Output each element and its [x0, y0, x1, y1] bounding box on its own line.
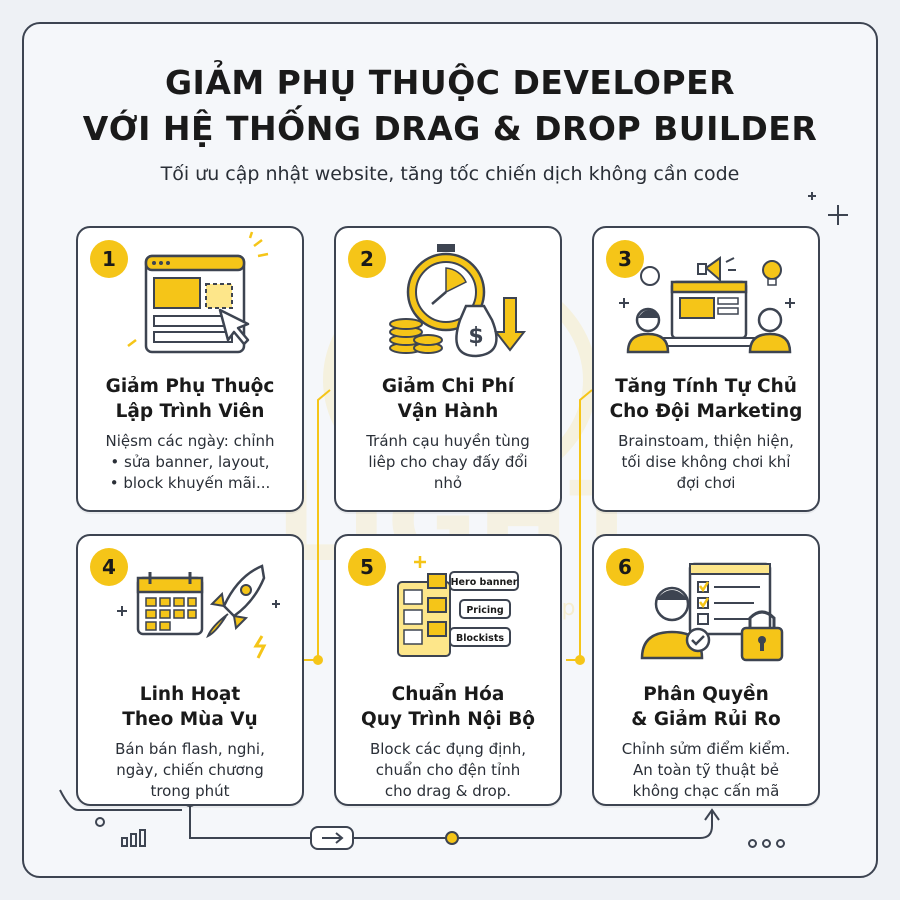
card-desc-line: chuẩn cho đện tỉnh: [375, 761, 521, 779]
pagination-dots: [748, 833, 790, 852]
arrow-right-icon: [322, 832, 344, 844]
card-title-line: Linh Hoạt: [139, 684, 241, 705]
card-title: Chuẩn Hóa Quy Trình Nội Bộ: [342, 682, 554, 732]
card-desc-line: cho drag & drop.: [384, 782, 512, 800]
card-desc-line: ngày, chiến chương: [116, 761, 264, 779]
card-desc-line: liêp cho chay đấy đổi: [368, 453, 528, 471]
block-tag-label: Hero banner: [451, 577, 518, 588]
card-desc-line: đợi chơi: [676, 474, 736, 492]
card-title-line: Quy Trình Nội Bộ: [360, 709, 535, 730]
card-title-line: Vận Hành: [397, 401, 499, 422]
feature-card-1: 1 Giảm Phụ Thuộc Lập Trình Viên Niệsm cá…: [76, 226, 304, 512]
card-title-line: & Giảm Rủi Ro: [631, 709, 781, 730]
card-description: Brainstoam, thiện hiện, tối dise không c…: [602, 431, 810, 494]
card-title-line: Tăng Tính Tự Chủ: [615, 376, 797, 397]
card-desc-line: Bán bán flash, nghi,: [115, 740, 265, 758]
feature-card-4: 4 Linh Hoạt Theo Mùa Vụ Bán bán flash, n…: [76, 534, 304, 806]
title-line-2: VỚI HỆ THỐNG DRAG & DROP BUILDER: [82, 109, 818, 148]
card-desc-line: • sửa banner, layout,: [110, 453, 270, 471]
feature-card-3: 3 Tăng Tính Tự Chủ Cho Đội Marketing Bra…: [592, 226, 820, 512]
page-dot[interactable]: [762, 839, 771, 848]
card-title-line: Giảm Phụ Thuộc: [105, 376, 275, 397]
page-dot[interactable]: [748, 839, 757, 848]
step-number-badge: 2: [348, 240, 386, 278]
step-number-badge: 6: [606, 548, 644, 586]
card-description: Chỉnh sửm điểm kiểm. An toàn tỹ thuật bẻ…: [602, 739, 810, 802]
feature-card-6: 6 Phân Quyền & Giảm Rủi Ro Chỉnh sửm điể…: [592, 534, 820, 806]
step-number-badge: 3: [606, 240, 644, 278]
card-title-line: Chuẩn Hóa: [391, 684, 505, 705]
page-title: GIẢM PHỤ THUỘC DEVELOPER VỚI HỆ THỐNG DR…: [40, 60, 860, 152]
card-description: Bán bán flash, nghi, ngày, chiến chương …: [86, 739, 294, 802]
card-title: Giảm Phụ Thuộc Lập Trình Viên: [84, 374, 296, 424]
stopwatch-moneybag-icon: $: [389, 244, 527, 358]
card-title: Phân Quyền & Giảm Rủi Ro: [600, 682, 812, 732]
card-description: Tránh cạu huyền tùng liêp cho chay đấy đ…: [344, 431, 552, 494]
card-title-line: Theo Mùa Vụ: [122, 709, 258, 730]
block-tag-label: Pricing: [466, 605, 503, 616]
card-desc-line: An toàn tỹ thuật bẻ: [632, 761, 780, 779]
card-title: Giảm Chi Phí Vận Hành: [342, 374, 554, 424]
step-number-badge: 1: [90, 240, 128, 278]
card-desc-line: tối dise không chơi khỉ: [621, 453, 791, 471]
next-arrow-button[interactable]: [310, 826, 354, 850]
card-description: Block các đụng định, chuẩn cho đện tỉnh …: [344, 739, 552, 802]
user-checklist-lock-icon: [640, 562, 784, 662]
card-desc-line: nhỏ: [433, 474, 463, 492]
card-desc-line: không chạc cấn mã: [632, 782, 780, 800]
card-desc-line: Brainstoam, thiện hiện,: [618, 432, 794, 450]
marketing-team-icon: [619, 256, 795, 354]
card-title-line: Phân Quyền: [643, 684, 769, 705]
feature-card-5: Hero banner Pricing Blockists 5 Chuẩn Hó…: [334, 534, 562, 806]
card-desc-line: • block khuyến mãi...: [109, 474, 271, 492]
card-desc-line: Chỉnh sửm điểm kiểm.: [621, 740, 791, 758]
title-line-1: GIẢM PHỤ THUỘC DEVELOPER: [164, 63, 736, 102]
card-title: Tăng Tính Tự Chủ Cho Đội Marketing: [600, 374, 812, 424]
svg-text:$: $: [468, 324, 483, 349]
block-tag-label: Blockists: [456, 633, 504, 644]
step-number-badge: 5: [348, 548, 386, 586]
card-description: Niệsm các ngày: chỉnh • sửa banner, layo…: [86, 431, 294, 494]
step-number-badge: 4: [90, 548, 128, 586]
feature-card-2: $ 2 Giảm Chi Phí Vận Hành Tránh cạu huyề…: [334, 226, 562, 512]
calendar-rocket-icon: [117, 564, 280, 659]
card-title: Linh Hoạt Theo Mùa Vụ: [84, 682, 296, 732]
card-desc-line: trong phút: [150, 782, 230, 800]
page-dot[interactable]: [776, 839, 785, 848]
card-title-line: Cho Đội Marketing: [609, 401, 803, 422]
card-title-line: Giảm Chi Phí: [381, 376, 515, 397]
browser-cursor-icon: [127, 231, 269, 354]
page-subtitle: Tối ưu cập nhật website, tăng tốc chiến …: [160, 163, 740, 185]
block-library-icon: Hero banner Pricing Blockists: [397, 556, 519, 657]
card-desc-line: Tránh cạu huyền tùng: [366, 432, 530, 450]
card-desc-line: Niệsm các ngày: chỉnh: [105, 432, 275, 450]
card-title-line: Lập Trình Viên: [115, 401, 265, 422]
card-desc-line: Block các đụng định,: [369, 740, 527, 758]
